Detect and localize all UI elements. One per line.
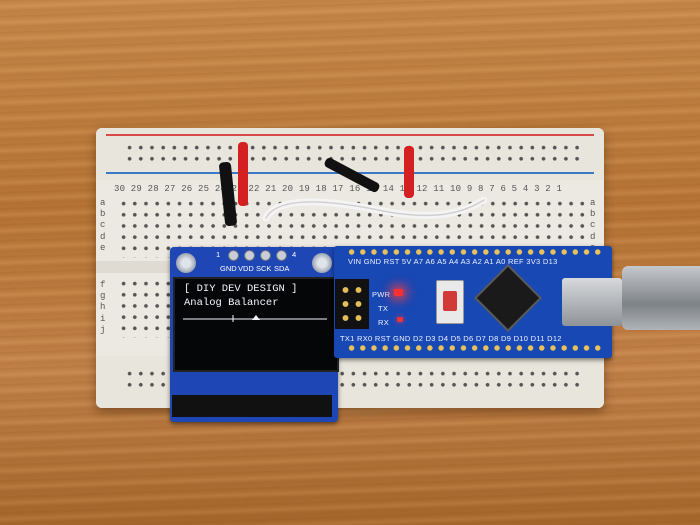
channel-spacer [100,254,105,280]
oled-ribbon-connector [172,395,332,417]
row-letter: b [590,209,596,220]
vdd-pin [244,250,255,261]
red-jumper-wire-right [404,146,414,198]
screen-subtitle: Analog Balancer [184,297,279,309]
balance-bar-indicator [183,315,327,322]
bottom-pin-labels: TX1 RX0 RST GND D2 D3 D4 D5 D6 D7 D8 D9 … [340,334,562,343]
icsp-pins [339,283,365,325]
sck-pin [260,250,271,261]
screen-title: [ DIY DEV DESIGN ] [184,283,298,295]
row-letter: j [100,324,106,335]
usb-cable [622,266,700,330]
vdd-label: VDD [238,264,254,273]
mounting-hole [176,253,196,273]
row-letters-left: a b c d e f g h i j [100,198,105,336]
pin-number-4: 4 [292,250,297,259]
row-letter: h [100,302,106,313]
row-letter: a [590,198,596,208]
row-letter: b [100,209,106,220]
positive-rail-stripe [106,134,594,136]
top-pin-header [346,248,606,256]
status-led [397,317,403,322]
pwr-label: PWR [372,290,391,299]
gnd-label: GND [220,264,237,273]
row-letter: c [100,220,106,231]
reset-button[interactable] [436,280,464,324]
row-letter: d [100,231,106,242]
sda-pin [276,250,287,261]
oled-display-module: 1 4 GND VDD SCK SDA [ DIY DEV DESIGN ] A… [170,247,339,422]
row-letter: i [100,313,106,324]
power-led [394,289,403,296]
row-letter: f [100,280,106,291]
pin-number-1: 1 [216,250,221,259]
sck-label: SCK [256,264,272,273]
oled-screen: [ DIY DEV DESIGN ] Analog Balancer [173,277,339,372]
row-letter: g [100,291,106,302]
sda-label: SDA [274,264,290,273]
row-letter: a [100,198,106,208]
red-jumper-wire-left [238,142,248,206]
gnd-pin [228,250,239,261]
column-numbers-top: 30 29 28 27 26 25 24 23 22 21 20 19 18 1… [114,184,563,194]
white-jumper-wire [262,196,488,222]
row-letter: c [590,220,596,231]
bottom-pin-header [346,344,606,352]
top-pin-labels: VIN GND RST 5V A7 A6 A5 A4 A3 A2 A1 A0 R… [348,257,558,266]
mini-usb-port [562,278,622,326]
row-letter: e [100,242,106,253]
mounting-hole [312,253,332,273]
row-letter: d [590,231,596,242]
rx-label: RX [378,318,390,327]
rail-holes-top [124,142,584,166]
tx-label: TX [378,304,389,313]
